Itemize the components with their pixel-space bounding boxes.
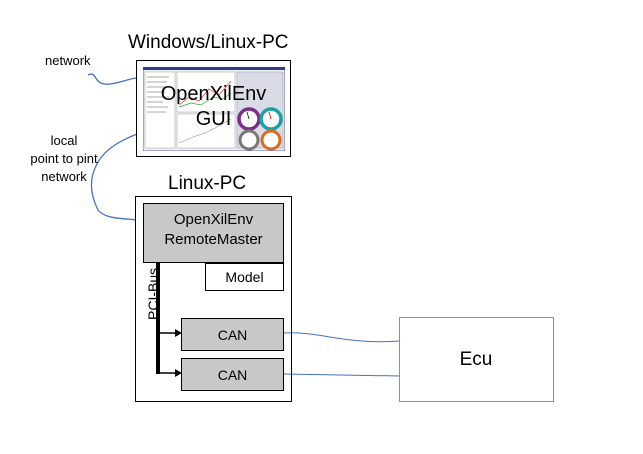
network-wire bbox=[87, 73, 139, 85]
local-network-line2: point to pint bbox=[30, 151, 98, 166]
ecu-label: Ecu bbox=[459, 349, 493, 370]
local-network-line3: network bbox=[41, 169, 87, 184]
ecu-block: Ecu bbox=[399, 317, 554, 402]
pc-top-title: Windows/Linux-PC bbox=[128, 32, 289, 53]
model-block: Model bbox=[205, 263, 284, 291]
gui-label-line2: GUI bbox=[195, 108, 232, 130]
can-label-2: CAN bbox=[217, 367, 248, 383]
can-label-1: CAN bbox=[217, 327, 248, 343]
pc-bottom-box bbox=[135, 196, 292, 402]
pc-bottom-title: Linux-PC bbox=[168, 173, 247, 194]
can2-ecu-wire bbox=[283, 373, 401, 377]
model-label: Model bbox=[225, 269, 264, 285]
pci-bus-label: PCI-Bus bbox=[145, 267, 161, 320]
local-network-line1: local bbox=[50, 133, 78, 148]
remote-master-block: OpenXilEnv RemoteMaster bbox=[143, 203, 284, 263]
arrow-head-can1 bbox=[175, 329, 182, 337]
remote-master-line1: OpenXilEnv bbox=[173, 211, 254, 228]
arrow-head-can2 bbox=[175, 369, 182, 377]
gui-label-line1: OpenXilEnv bbox=[160, 83, 267, 105]
pc-top-box: OpenXilEnv GUI bbox=[136, 60, 291, 157]
can1-ecu-wire bbox=[283, 332, 401, 343]
can-block-2: CAN bbox=[181, 358, 284, 391]
can-block-1: CAN bbox=[181, 318, 284, 351]
gui-screenshot bbox=[143, 67, 285, 151]
network-label: network bbox=[45, 53, 91, 68]
local-network-wire bbox=[90, 132, 141, 221]
remote-master-line2: RemoteMaster bbox=[164, 231, 263, 248]
